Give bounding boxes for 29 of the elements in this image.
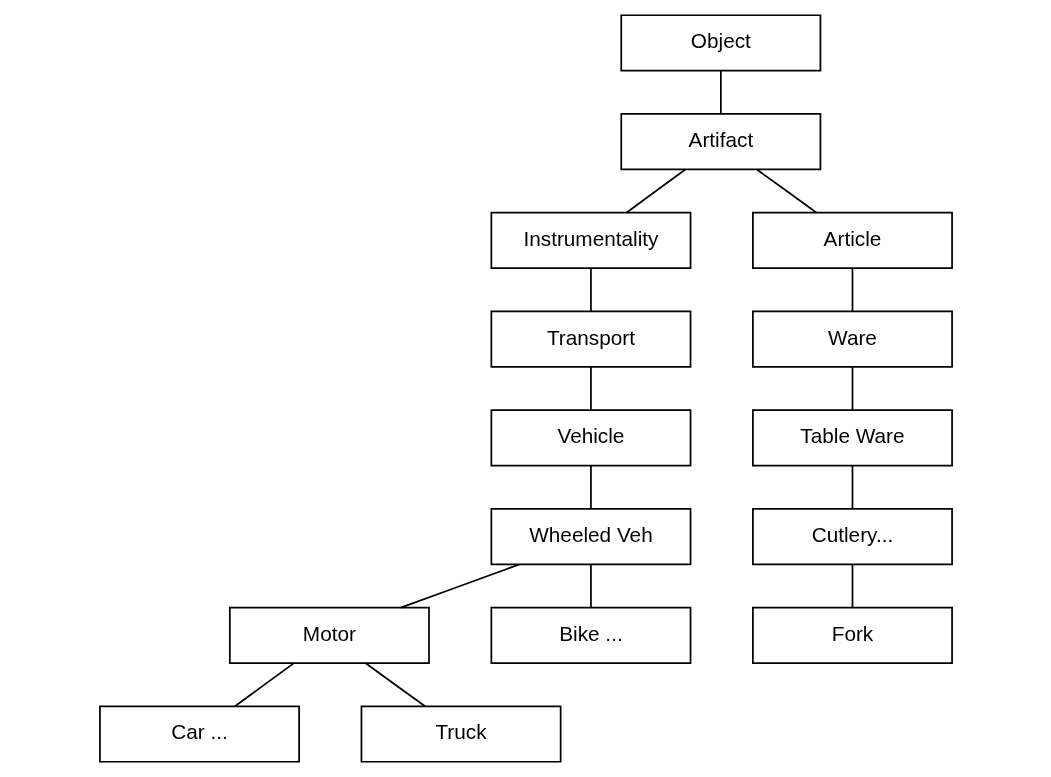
node-box: Truck: [360, 705, 561, 763]
node-box: Fork: [751, 606, 953, 664]
node-box: Bike ...: [490, 606, 691, 664]
connector: [851, 366, 853, 411]
connector: [851, 563, 853, 609]
connector: [589, 563, 592, 609]
connector: [851, 267, 853, 313]
node-box: Wheeled Veh: [490, 508, 691, 566]
connector: [755, 168, 817, 214]
node-box: Article: [751, 211, 953, 269]
connector: [589, 267, 592, 313]
connector: [589, 366, 592, 411]
node-box: Artifact: [619, 113, 821, 171]
connector: [851, 464, 853, 510]
connector: [233, 662, 295, 708]
connector: [399, 563, 520, 609]
node-box: Transport: [490, 310, 691, 368]
node-box: Vehicle: [490, 409, 691, 467]
node-box: Motor: [228, 606, 430, 664]
connector: [719, 69, 722, 115]
node-box: Cutlery...: [751, 508, 953, 566]
connector: [625, 168, 686, 214]
node-box: Car ...: [98, 705, 300, 763]
node-box: Ware: [751, 310, 953, 368]
node-box: Instrumentality: [490, 211, 691, 269]
node-box: Object: [619, 14, 821, 72]
connector: [589, 464, 592, 510]
node-box: Table Ware: [751, 409, 953, 467]
connector: [364, 662, 426, 708]
